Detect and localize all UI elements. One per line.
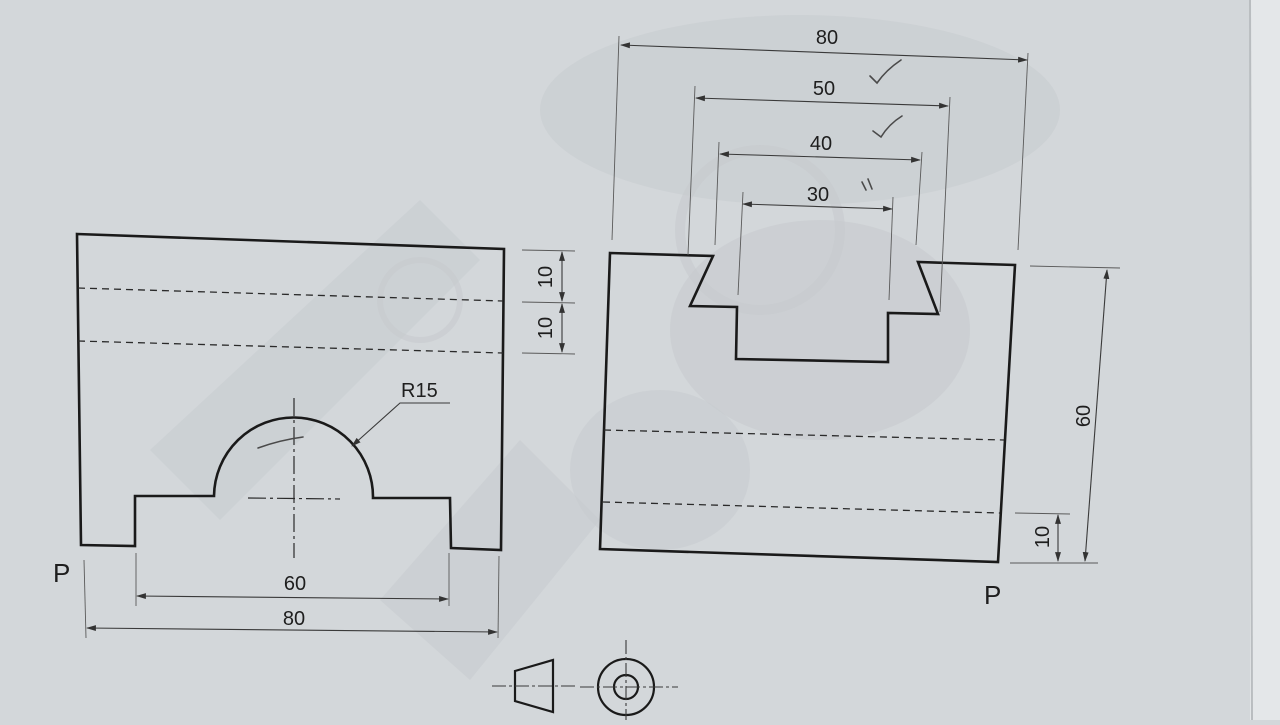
watermark-logo <box>150 15 1060 680</box>
extension-line <box>687 85 696 256</box>
side-view: 80 50 40 30 60 10 P <box>598 27 1121 610</box>
dim-overall-width: 80 <box>283 608 305 630</box>
dim-height: 60 <box>1073 405 1095 427</box>
hidden-line <box>77 340 504 354</box>
dim-step-lower: 10 <box>535 317 557 339</box>
dimension-line <box>719 151 921 163</box>
dim-dovetail-bottom: 40 <box>810 133 832 155</box>
check-mark <box>872 115 903 139</box>
front-view: R15 10 10 60 80 P <box>53 232 576 639</box>
dimension-line <box>1082 269 1110 562</box>
hidden-line <box>77 287 504 302</box>
hidden-line <box>602 501 1001 514</box>
side-view-outline <box>598 251 1017 564</box>
pencil-mark <box>861 178 873 191</box>
dimension-line <box>695 95 949 109</box>
extension-line <box>521 352 576 355</box>
dimension-line <box>136 593 449 602</box>
extension-line <box>521 301 576 304</box>
extension-line <box>83 559 87 639</box>
view-label: P <box>53 558 70 588</box>
dim-dovetail-top: 50 <box>813 78 835 100</box>
radius-leader <box>351 402 450 447</box>
dimension-line <box>620 42 1028 63</box>
view-label: P <box>984 580 1001 610</box>
dim-slot-width: 30 <box>807 184 829 206</box>
front-view-outline <box>75 232 506 552</box>
dim-step-upper: 10 <box>535 266 557 288</box>
dim-overall-width: 80 <box>816 27 838 49</box>
extension-line <box>714 141 720 246</box>
extension-line <box>521 249 576 252</box>
extension-line <box>1017 52 1029 251</box>
horizontal-center-line <box>247 497 341 500</box>
extension-line <box>888 196 894 301</box>
extension-line <box>915 151 923 246</box>
hidden-line <box>603 429 1005 441</box>
extension-line <box>497 555 500 639</box>
extension-line <box>939 96 951 313</box>
extension-line <box>611 35 620 241</box>
projection-symbol <box>492 640 678 720</box>
dim-slot-width: 60 <box>284 573 306 595</box>
extension-line <box>1014 512 1071 515</box>
dim-base: 10 <box>1032 526 1054 548</box>
pencil-mark <box>257 436 304 449</box>
dimension-line <box>86 625 498 635</box>
check-mark <box>869 59 902 85</box>
radius-label: R15 <box>401 380 438 402</box>
extension-line <box>1029 265 1121 269</box>
dimension-line <box>742 201 893 212</box>
frustum-icon <box>513 658 555 714</box>
